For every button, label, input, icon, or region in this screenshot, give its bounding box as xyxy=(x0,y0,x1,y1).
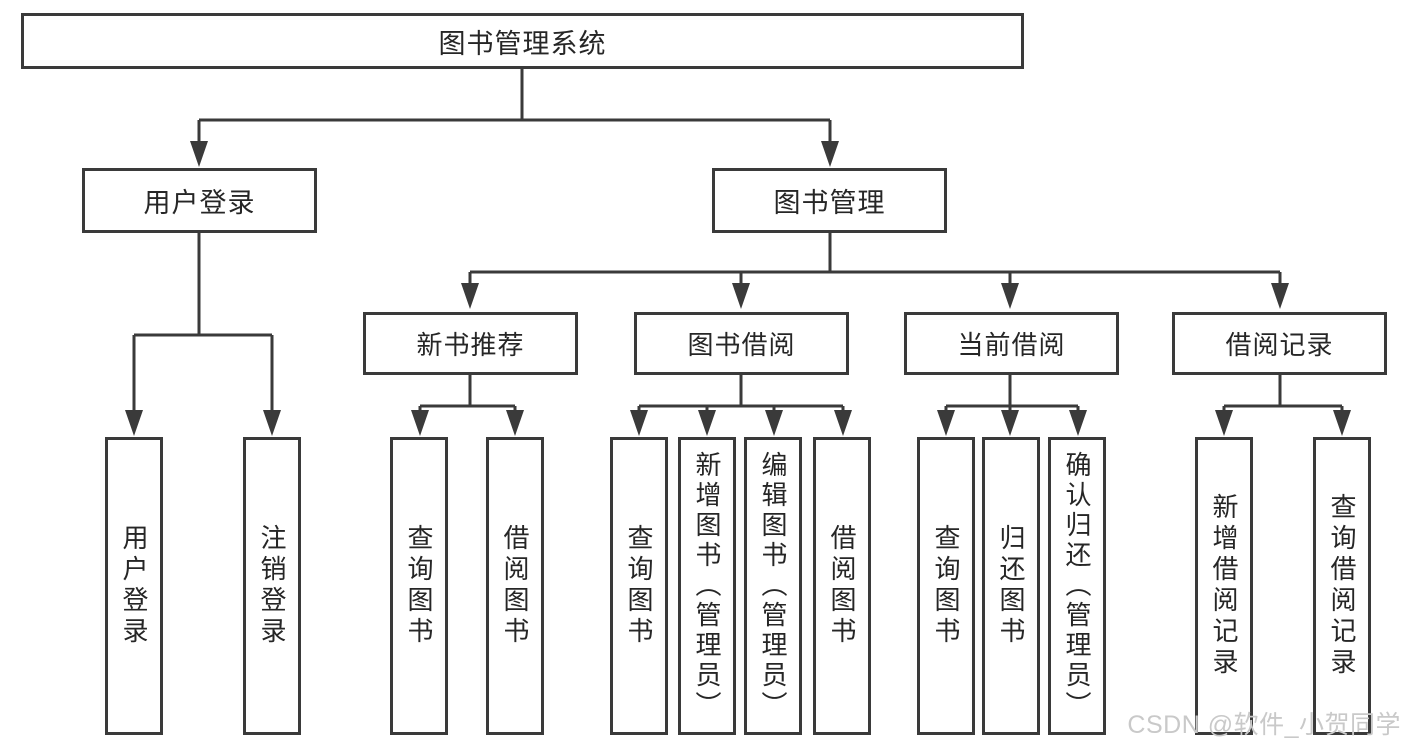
borrowing-records-node: 借阅记录 xyxy=(1172,312,1387,375)
leaf-borrow-books-recommend: 借阅图书 xyxy=(486,437,544,735)
leaf-add-borrow-record: 新增借阅记录 xyxy=(1195,437,1253,735)
leaf-query-books-borrowing: 查询图书 xyxy=(610,437,668,735)
leaf-user-login: 用户登录 xyxy=(105,437,163,735)
book-management-node: 图书管理 xyxy=(712,168,947,233)
leaf-query-borrow-record: 查询借阅记录 xyxy=(1313,437,1371,735)
leaf-query-books-current: 查询图书 xyxy=(917,437,975,735)
leaf-return-books: 归还图书 xyxy=(982,437,1040,735)
leaf-query-books-recommend: 查询图书 xyxy=(390,437,448,735)
user-login-node: 用户登录 xyxy=(82,168,317,233)
leaf-add-books-admin: 新增图书（管理员） xyxy=(678,437,736,735)
leaf-borrow-books-borrowing: 借阅图书 xyxy=(813,437,871,735)
watermark: CSDN @软件_小贺同学 xyxy=(1127,711,1401,739)
leaf-edit-books-admin: 编辑图书（管理员） xyxy=(744,437,802,735)
leaf-logout-login: 注销登录 xyxy=(243,437,301,735)
leaf-confirm-return-admin: 确认归还（管理员） xyxy=(1048,437,1106,735)
new-book-recommend-node: 新书推荐 xyxy=(363,312,578,375)
book-borrowing-node: 图书借阅 xyxy=(634,312,849,375)
current-borrowing-node: 当前借阅 xyxy=(904,312,1119,375)
system-root-node: 图书管理系统 xyxy=(21,13,1024,69)
